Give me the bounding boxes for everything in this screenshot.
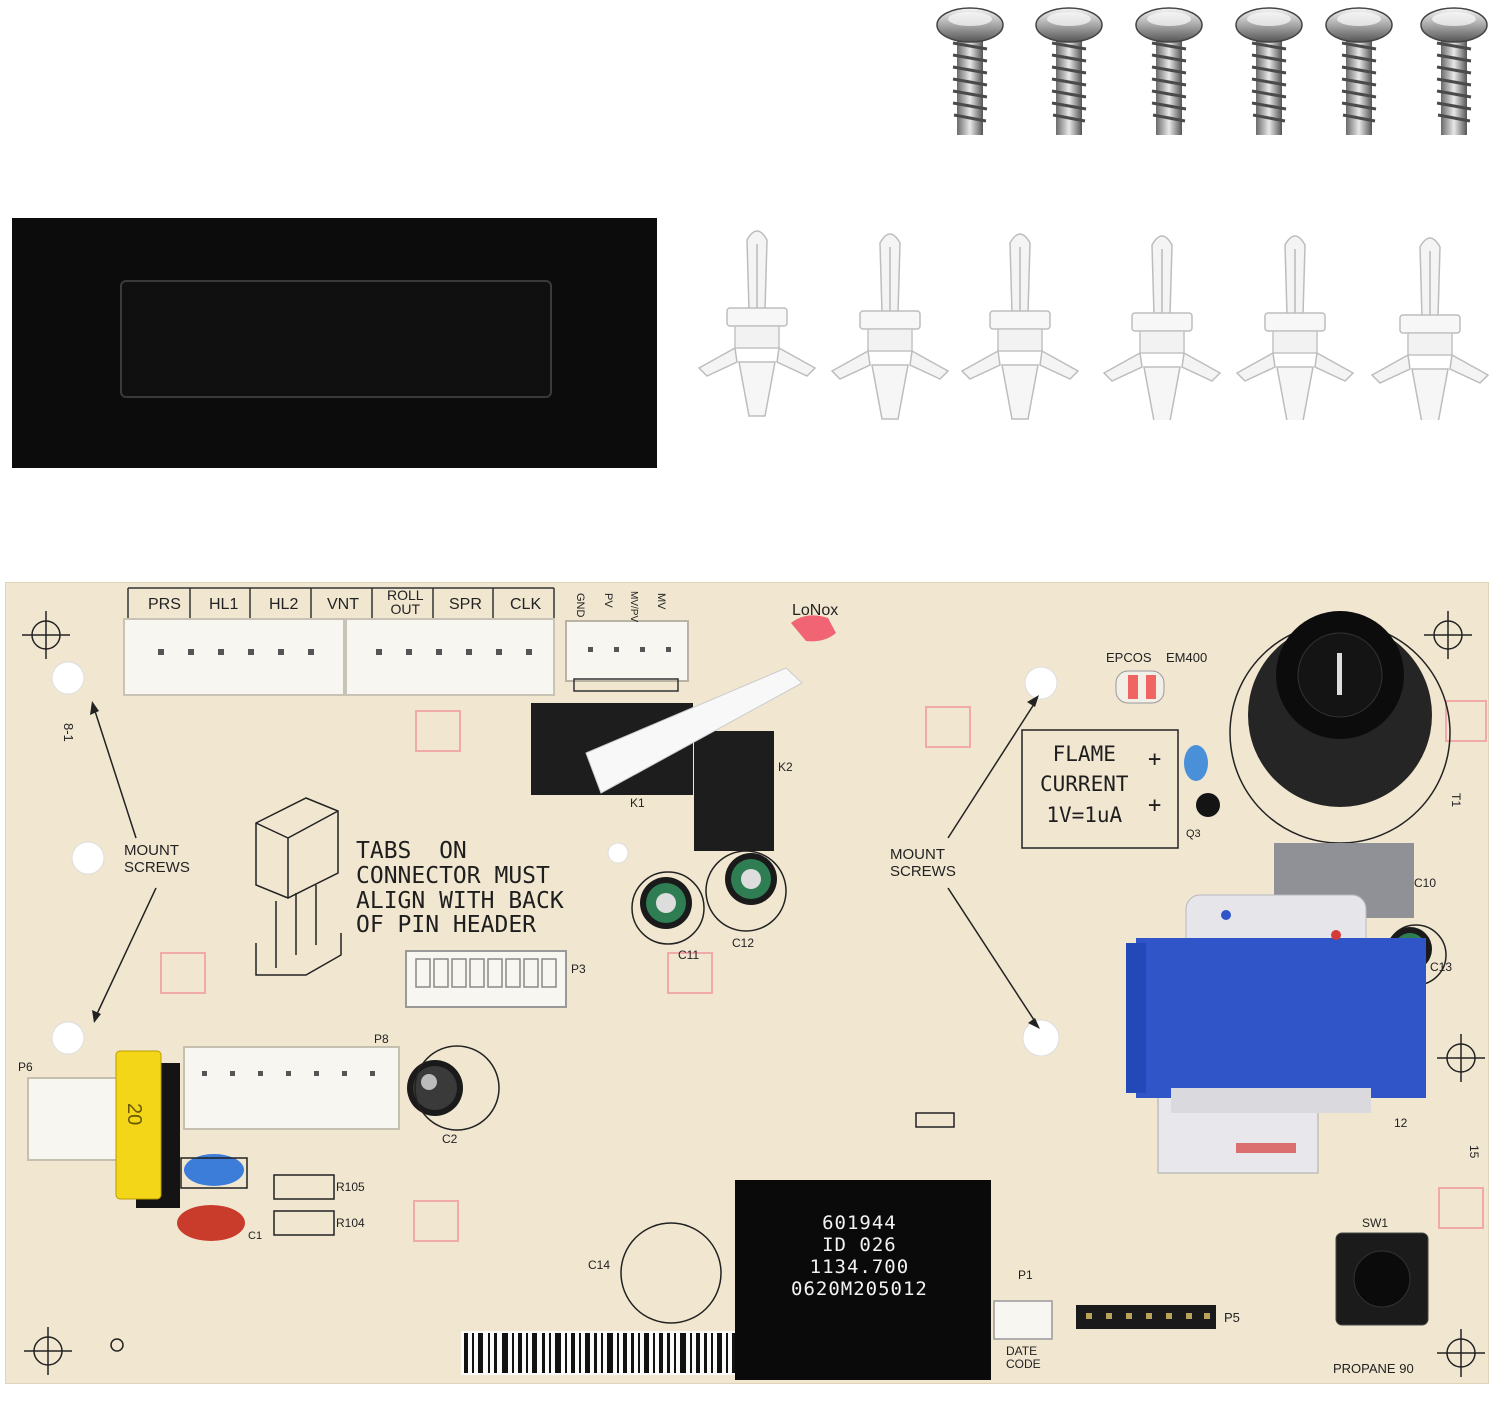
header-label-mv: MV xyxy=(655,593,667,610)
ref-15: 15 xyxy=(1467,1145,1481,1159)
ref-r105: R105 xyxy=(336,1180,365,1194)
ref-p8: P8 xyxy=(374,1032,389,1046)
mount-screws-right: MOUNT SCREWS xyxy=(890,846,956,880)
ref-b1: 8-1 xyxy=(61,723,76,742)
ref-c11: C11 xyxy=(678,948,700,962)
standoff-icons xyxy=(698,230,1489,420)
board-graphics xyxy=(22,587,1487,1380)
standoff-row xyxy=(695,225,1500,420)
header-label-rollout: ROLL OUT xyxy=(387,587,424,617)
fuse-value: 20 xyxy=(123,1103,145,1126)
ref-p3: P3 xyxy=(571,962,586,976)
flame-plus-1: + xyxy=(1148,747,1162,772)
screw-icons xyxy=(935,6,1489,137)
ref-c2: C2 xyxy=(442,1132,458,1146)
ref-c12: C12 xyxy=(732,936,755,950)
ref-c14: C14 xyxy=(588,1258,611,1272)
ref-k2: K2 xyxy=(778,760,793,774)
header-label-vnt: VNT xyxy=(327,596,359,613)
ref-p6: P6 xyxy=(18,1060,33,1074)
ref-r104: R104 xyxy=(336,1216,365,1230)
ref-k1: K1 xyxy=(630,796,645,810)
ref-p1: P1 xyxy=(1018,1268,1033,1282)
header-label-hl2: HL2 xyxy=(269,596,299,613)
header-label-pv: PV xyxy=(602,593,614,608)
propane-label: PROPANE 90 xyxy=(1333,1361,1414,1376)
flame-current-label: FLAME CURRENT 1V=1uA xyxy=(1040,742,1129,827)
chip-label: 601944 ID 026 1134.700 0620M205012 xyxy=(791,1212,928,1300)
control-board: PRS HL1 HL2 VNT ROLL OUT SPR CLK GND PV … xyxy=(5,582,1489,1384)
date-code-label: DATE CODE xyxy=(1006,1344,1041,1371)
sw1-label: SW1 xyxy=(1362,1216,1389,1230)
ref-c1: C1 xyxy=(248,1230,263,1242)
em400-label: EM400 xyxy=(1166,650,1208,665)
header-label-gnd: GND xyxy=(574,593,586,618)
ref-c13: C13 xyxy=(1430,960,1453,974)
ref-q3: Q3 xyxy=(1186,828,1201,840)
epcos-label: EPCOS xyxy=(1106,650,1152,665)
screw-row xyxy=(925,0,1500,145)
header-label-clk: CLK xyxy=(510,596,542,613)
ref-c10: C10 xyxy=(1414,876,1437,890)
ref-12: 12 xyxy=(1394,1116,1408,1130)
header-label-mvpv: MV/PV xyxy=(628,591,639,623)
ref-p5: P5 xyxy=(1224,1310,1240,1325)
lonox-label: LoNox xyxy=(792,602,839,619)
ref-t1: T1 xyxy=(1449,793,1463,808)
mount-screws-left: MOUNT SCREWS xyxy=(124,842,190,876)
header-label-spr: SPR xyxy=(449,596,482,613)
display-window xyxy=(120,280,552,398)
display-bezel xyxy=(12,218,657,468)
flame-plus-2: + xyxy=(1148,793,1162,818)
header-label-prs: PRS xyxy=(148,596,181,613)
tabs-instruction: TABS ON CONNECTOR MUST ALIGN WITH BACK O… xyxy=(356,838,564,939)
header-label-hl1: HL1 xyxy=(209,596,239,613)
